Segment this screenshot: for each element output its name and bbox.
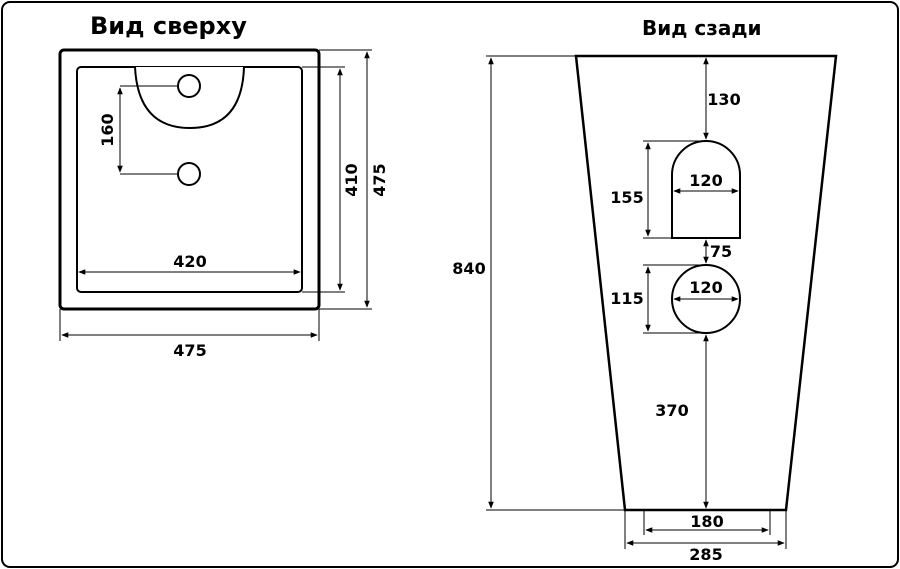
dim-bottom-offset: 370 — [655, 401, 688, 420]
dim-total-height: 840 — [452, 259, 485, 278]
dim-hole-spacing: 160 — [98, 113, 117, 146]
dim-outer-depth: 475 — [370, 163, 389, 196]
drain-hole — [177, 162, 201, 186]
dim-opening2-height: 115 — [610, 289, 643, 308]
dim-base-outer: 285 — [689, 545, 722, 564]
dim-gap: 75 — [710, 242, 732, 261]
top-view-title: Вид сверху — [90, 12, 247, 40]
dim-opening1-width: 120 — [689, 171, 722, 190]
basin-outer-outline — [58, 48, 321, 311]
back-view: Вид сзади 840 130 120 155 75 120 — [452, 16, 838, 564]
dim-top-offset: 130 — [707, 90, 740, 109]
dim-inner-width: 420 — [173, 252, 206, 271]
dim-inner-depth: 410 — [342, 163, 361, 196]
dim-base-inner: 180 — [690, 512, 723, 531]
back-view-title: Вид сзади — [642, 16, 762, 40]
dim-outer-width: 475 — [173, 341, 206, 360]
tap-hole — [177, 74, 201, 98]
dim-opening2-width: 120 — [689, 278, 722, 297]
top-view: Вид сверху 160 420 410 475 475 — [58, 12, 389, 360]
dim-opening1-height: 155 — [610, 188, 643, 207]
